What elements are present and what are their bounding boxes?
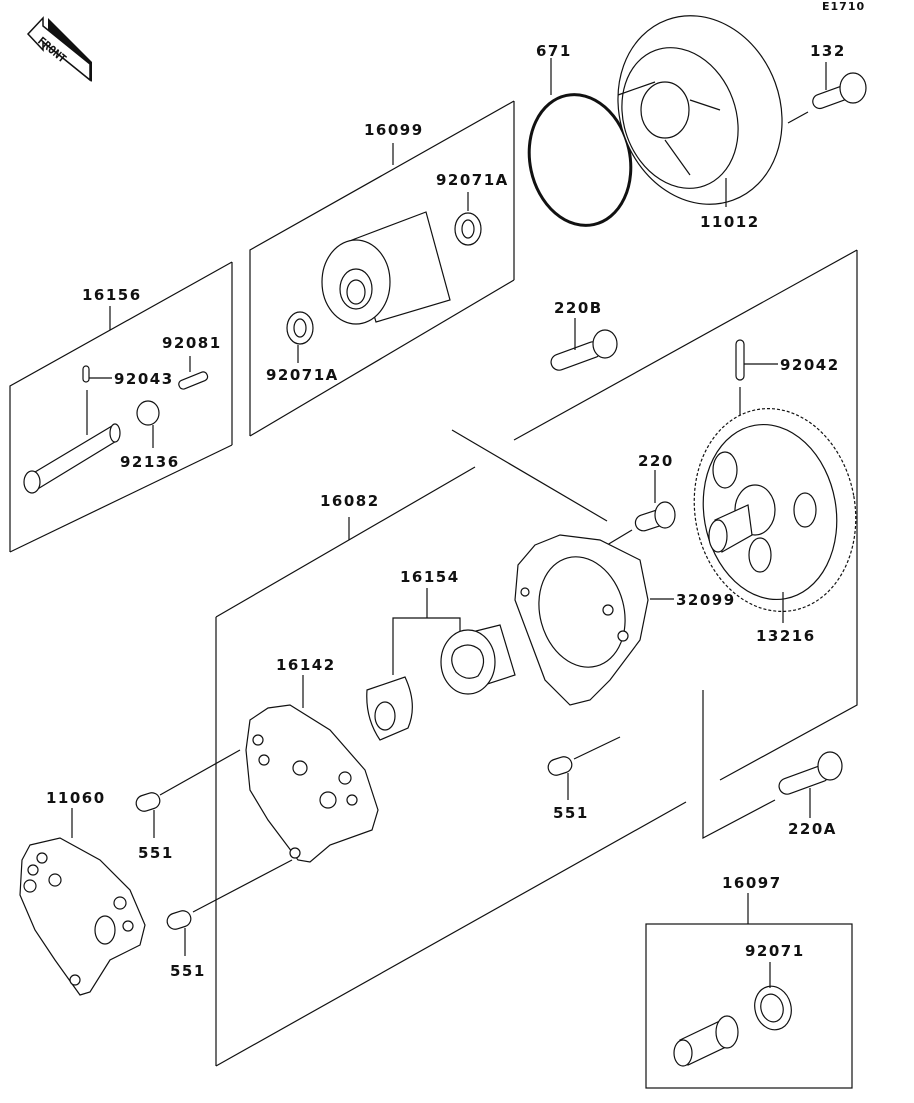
bolt-220A [778, 751, 843, 818]
label-551-right: 551 [553, 804, 589, 822]
label-92071A-bottom: 92071A [266, 366, 339, 384]
label-32099: 32099 [676, 591, 736, 609]
diagram-code: E1710 [822, 0, 865, 13]
label-16097: 16097 [722, 874, 782, 892]
spring-92081 [178, 356, 209, 390]
label-220B: 220B [554, 299, 603, 317]
group-16097: 16097 92071 [645, 874, 853, 1089]
label-220A: 220A [788, 820, 837, 838]
pin-92042 [735, 339, 745, 381]
label-92081: 92081 [162, 334, 222, 352]
pin-551-left-top [135, 749, 241, 838]
bolt-220B [550, 318, 618, 371]
label-92042: 92042 [780, 356, 840, 374]
shaft [23, 423, 121, 494]
pin-551-left-bottom [166, 859, 293, 956]
rotors-16154 [366, 588, 516, 741]
label-16156: 16156 [82, 286, 142, 304]
label-132: 132 [810, 42, 846, 60]
o-ring-671 [527, 93, 633, 227]
bolt-220 [606, 470, 676, 546]
label-92136: 92136 [120, 453, 180, 471]
bolt-132 [787, 62, 867, 124]
pin-92043 [82, 365, 90, 383]
label-92043: 92043 [114, 370, 174, 388]
cover-11012 [617, 15, 783, 205]
label-671: 671 [536, 42, 572, 60]
pin-551-right [547, 736, 621, 800]
label-16099: 16099 [364, 121, 424, 139]
sleeve-92136 [136, 400, 160, 426]
label-11012: 11012 [700, 213, 760, 231]
label-220: 220 [638, 452, 674, 470]
oil-strainer [673, 1015, 739, 1067]
label-16154: 16154 [400, 568, 460, 586]
label-16082: 16082 [320, 492, 380, 510]
plate-16142 [245, 704, 379, 863]
plate-11060 [19, 837, 146, 996]
label-551-left-top: 551 [138, 844, 174, 862]
group-16082: 16082 [215, 249, 858, 1067]
group-16156: 16156 92043 92081 92136 [9, 261, 233, 553]
housing-32099 [514, 534, 649, 706]
label-11060: 11060 [46, 789, 106, 807]
label-92071: 92071 [745, 942, 805, 960]
oil-filter [321, 211, 451, 325]
label-92071A-top: 92071A [436, 171, 509, 189]
label-551-left-bottom: 551 [170, 962, 206, 980]
front-arrow-icon: FRONT [26, 16, 92, 82]
label-16142: 16142 [276, 656, 336, 674]
gear-13216 [693, 407, 857, 613]
group-16099: 16099 92071A 92071A [249, 100, 515, 437]
label-13216: 13216 [756, 627, 816, 645]
